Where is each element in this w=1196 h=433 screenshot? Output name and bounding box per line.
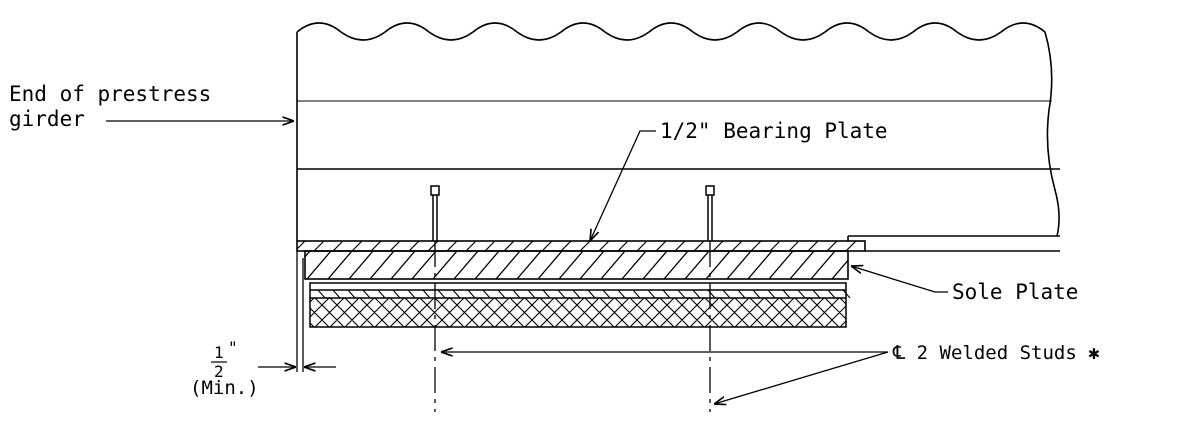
- welded-stud-right: [705, 185, 715, 241]
- bearing-plate-leader: [590, 130, 656, 241]
- sole-plate-hatch: [305, 251, 848, 279]
- girder-break-line-right: [1044, 31, 1060, 237]
- gap-fraction-numerator: 1: [214, 343, 224, 362]
- prestress-girder: [296, 22, 1060, 252]
- studs-leader-lower: [714, 351, 889, 404]
- min-gap-dimension: [258, 251, 336, 372]
- sole-plate: [304, 250, 849, 280]
- welded-studs-label: ℄ 2 Welded Studs ✱: [892, 342, 1100, 364]
- pad-cross-hatch: [310, 298, 846, 327]
- bearing-plate-label: 1/2" Bearing Plate: [660, 119, 888, 143]
- bearing-plate: [296, 240, 866, 252]
- sole-plate-leader: [851, 266, 948, 293]
- gap-min-label: (Min.): [190, 377, 259, 399]
- welded-stud-left: [430, 185, 440, 241]
- girder-end-label-line2: girder: [9, 107, 85, 131]
- elastomeric-pad: [309, 282, 851, 328]
- sole-plate-label: Sole Plate: [952, 280, 1078, 304]
- gap-fraction-denominator: 2: [214, 362, 224, 381]
- girder-end-label-line1: End of prestress: [9, 82, 211, 106]
- girder-break-line-top: [296, 22, 1046, 41]
- bearing-plate-hatch: [297, 241, 865, 251]
- gap-inch-mark: ": [228, 338, 238, 357]
